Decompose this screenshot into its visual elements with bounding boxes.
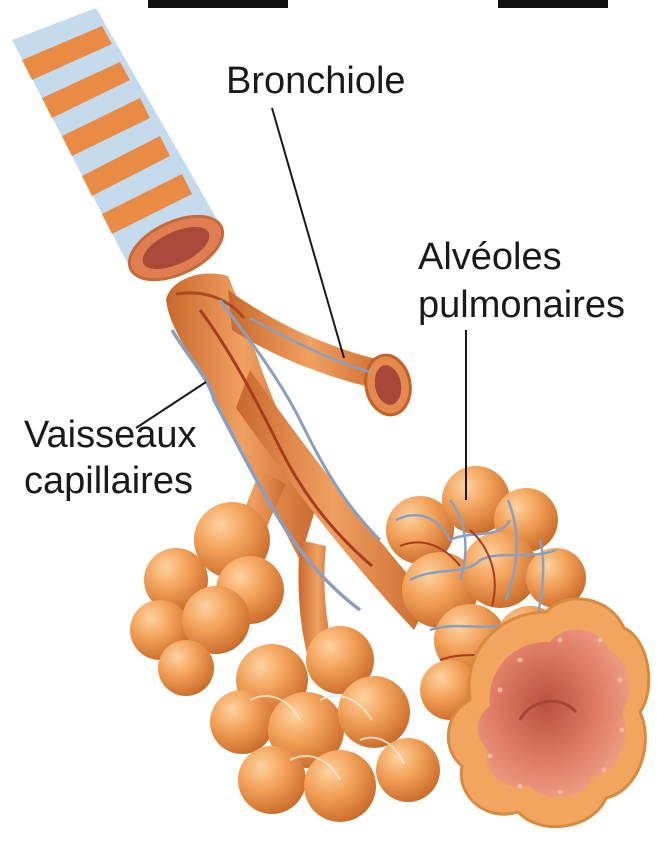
leader-bronchiole <box>272 108 344 358</box>
label-vaisseaux-line1: Vaisseaux <box>24 413 197 457</box>
bronchus-tube <box>12 8 232 293</box>
alveolar-cluster-bottom <box>210 626 440 822</box>
label-vaisseaux-line2: capillaires <box>24 459 193 503</box>
top-edge-mark <box>148 0 288 8</box>
label-alveoles-line1: Alvéoles <box>418 235 562 279</box>
label-bronchiole: Bronchiole <box>226 59 406 103</box>
top-edge-mark <box>498 0 608 8</box>
label-alveoles-line2: pulmonaires <box>418 283 625 327</box>
